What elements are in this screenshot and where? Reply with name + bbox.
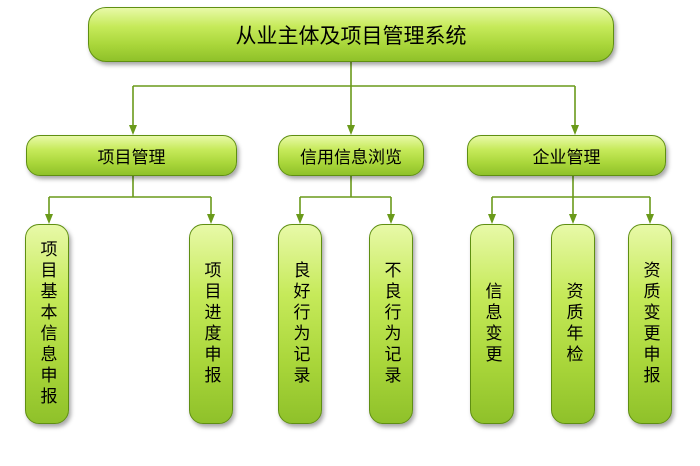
leaf-project-basic-info[interactable]: 项目基本信息申报 (25, 224, 69, 424)
leaf-info-change[interactable]: 信息变更 (470, 224, 514, 424)
leaf-label: 项目进度申报 (200, 261, 221, 387)
leaf-qualification-annual-check[interactable]: 资质年检 (551, 224, 595, 424)
leaf-bad-record[interactable]: 不良行为记录 (369, 224, 413, 424)
leaf-label: 资质年检 (562, 282, 583, 366)
leaf-label: 良好行为记录 (289, 261, 310, 387)
node-project-management[interactable]: 项目管理 (26, 135, 237, 176)
root-node[interactable]: 从业主体及项目管理系统 (88, 7, 614, 62)
leaf-label: 信息变更 (481, 282, 502, 366)
leaf-qualification-change[interactable]: 资质变更申报 (628, 224, 672, 424)
node-label: 企业管理 (532, 148, 601, 168)
leaf-project-progress[interactable]: 项目进度申报 (189, 224, 233, 424)
leaf-label: 资质变更申报 (639, 261, 660, 387)
node-company-management[interactable]: 企业管理 (467, 135, 666, 176)
leaf-label: 不良行为记录 (380, 261, 401, 387)
node-label: 信用信息浏览 (300, 148, 402, 168)
node-credit-info-browse[interactable]: 信用信息浏览 (278, 135, 424, 176)
leaf-good-record[interactable]: 良好行为记录 (278, 224, 322, 424)
leaf-label: 项目基本信息申报 (36, 240, 57, 408)
root-label: 从业主体及项目管理系统 (235, 23, 467, 48)
node-label: 项目管理 (97, 148, 166, 168)
